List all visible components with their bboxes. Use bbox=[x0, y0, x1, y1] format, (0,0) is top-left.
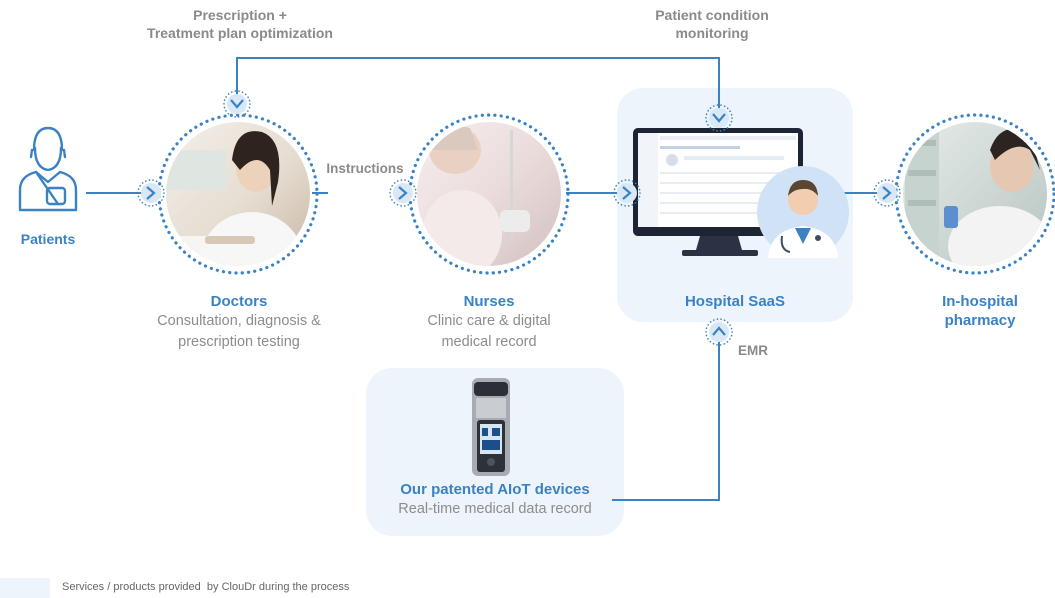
nurse-photo bbox=[408, 113, 570, 275]
aiot-device-image bbox=[472, 378, 510, 476]
node-pharmacy-left bbox=[873, 179, 901, 207]
node-saas-left bbox=[613, 179, 641, 207]
pharmacy-title-line1: In-hospital bbox=[942, 293, 1018, 310]
node-saas-top bbox=[705, 104, 733, 132]
node-doctor-top bbox=[223, 90, 251, 118]
patient-icon bbox=[18, 126, 78, 212]
nurses-caption: Nurses Clinic care & digital medical rec… bbox=[389, 292, 589, 353]
pharmacy-photo bbox=[894, 113, 1055, 275]
doctors-title: Doctors bbox=[210, 293, 268, 310]
pharmacy-title-line2: pharmacy bbox=[944, 312, 1016, 329]
instructions-label: Instructions bbox=[326, 161, 404, 176]
doctor-photo bbox=[157, 113, 319, 275]
pharmacy-caption: In-hospital pharmacy bbox=[915, 292, 1045, 330]
node-nurse-left bbox=[389, 179, 417, 207]
monitoring-label-line1: Patient condition bbox=[655, 7, 769, 23]
devices-caption: Our patented AIoT devices Real-time medi… bbox=[366, 480, 624, 520]
doctors-sub-line2: prescription testing bbox=[178, 334, 300, 350]
prescription-label-line1: Prescription + bbox=[193, 7, 287, 23]
doctors-sub-line1: Consultation, diagnosis & bbox=[157, 313, 321, 329]
emr-label: EMR bbox=[738, 343, 768, 358]
node-saas-bottom bbox=[705, 318, 733, 346]
node-doctor-left bbox=[137, 179, 165, 207]
doctor-avatar bbox=[757, 166, 849, 258]
nurses-title: Nurses bbox=[463, 293, 515, 310]
nurses-sub-line2: medical record bbox=[441, 334, 537, 350]
legend-text: Services / products provided by ClouDr d… bbox=[62, 581, 350, 593]
monitoring-label: Patient condition monitoring bbox=[612, 6, 812, 42]
devices-to-emr-line bbox=[612, 338, 720, 501]
hospital-saas-monitor bbox=[633, 128, 803, 256]
devices-title: Our patented AIoT devices bbox=[400, 481, 590, 498]
devices-sub: Real-time medical data record bbox=[398, 501, 592, 517]
legend-swatch bbox=[0, 578, 50, 598]
patients-label: Patients bbox=[20, 231, 76, 247]
nurses-sub-line1: Clinic care & digital bbox=[427, 313, 551, 329]
feedback-loop-line bbox=[236, 57, 720, 110]
monitoring-label-line2: monitoring bbox=[675, 25, 749, 41]
prescription-label-line2: Treatment plan optimization bbox=[147, 25, 333, 41]
doctors-caption: Doctors Consultation, diagnosis & prescr… bbox=[129, 292, 349, 353]
prescription-label: Prescription + Treatment plan optimizati… bbox=[120, 6, 360, 42]
hospital-saas-title: Hospital SaaS bbox=[684, 293, 786, 310]
